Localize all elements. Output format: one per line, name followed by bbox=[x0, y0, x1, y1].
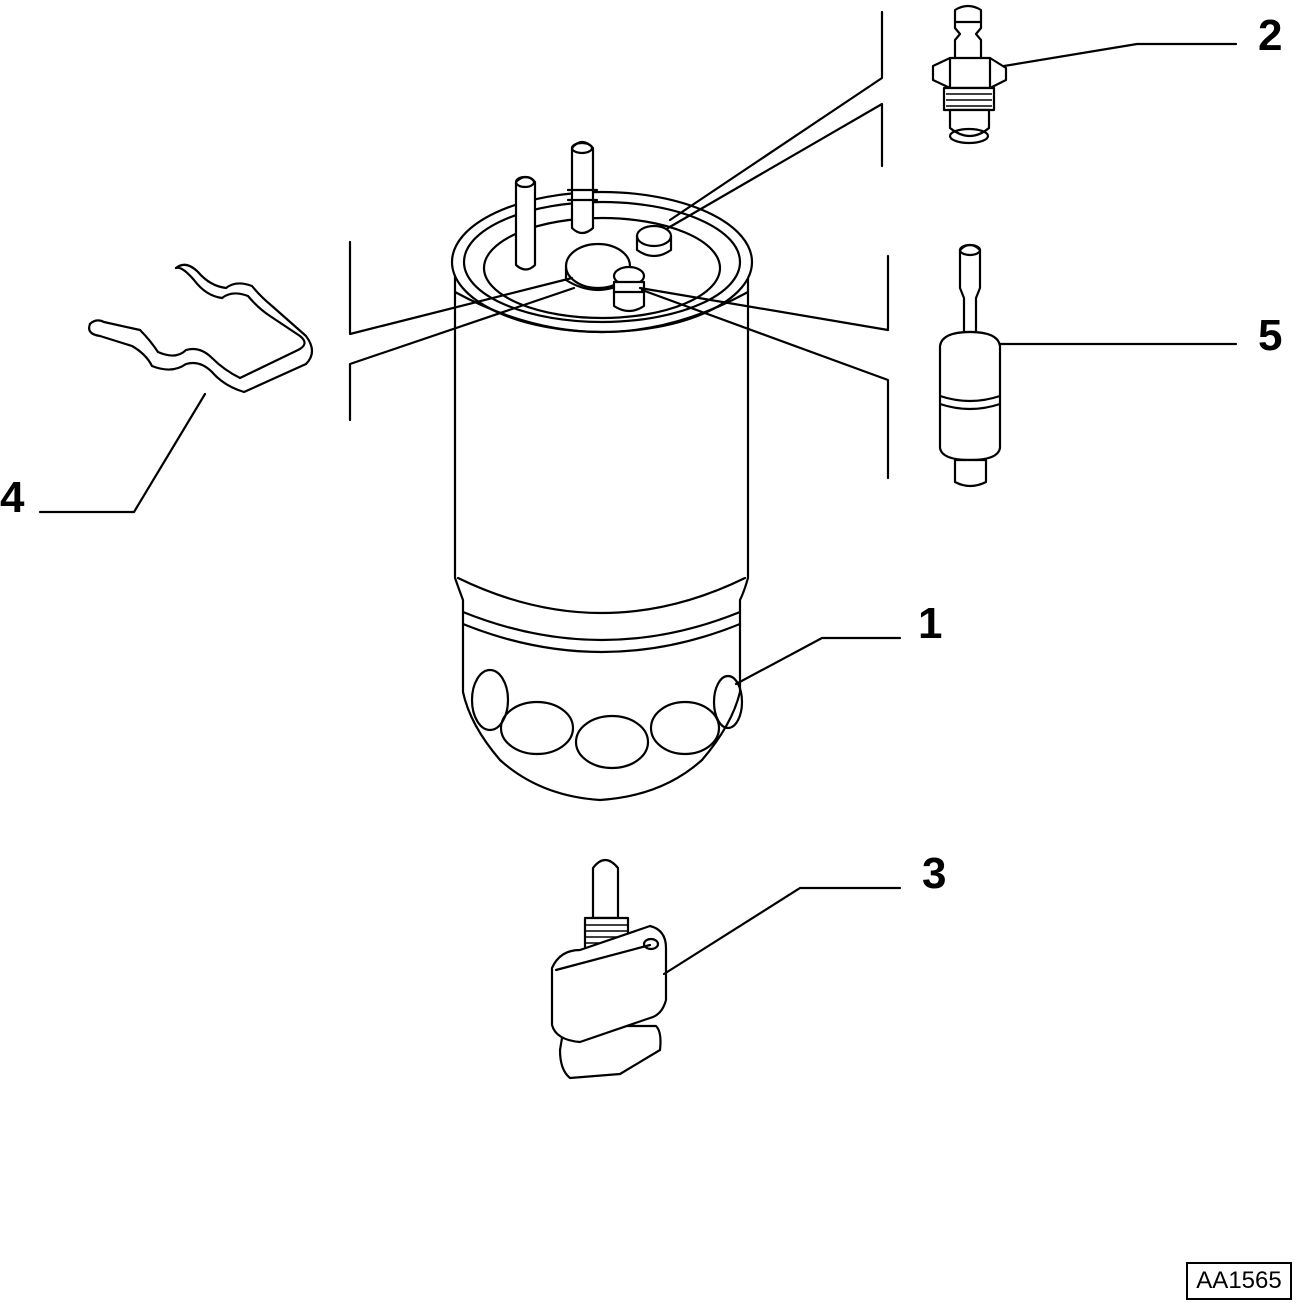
callout-3: 3 bbox=[922, 849, 947, 898]
callout-2: 2 bbox=[1258, 11, 1283, 60]
retaining-clip bbox=[88, 263, 314, 394]
callout-5: 5 bbox=[1258, 311, 1283, 360]
leader-lines bbox=[38, 10, 1238, 976]
fitting-connector bbox=[931, 4, 1008, 145]
quick-connector bbox=[938, 243, 1002, 488]
water-sensor bbox=[550, 858, 668, 1080]
callout-4: 4 bbox=[0, 473, 25, 522]
diagram-reference-code: AA1565 bbox=[1186, 1262, 1292, 1300]
fuel-filter-cartridge bbox=[450, 140, 754, 802]
callout-1: 1 bbox=[918, 599, 943, 648]
